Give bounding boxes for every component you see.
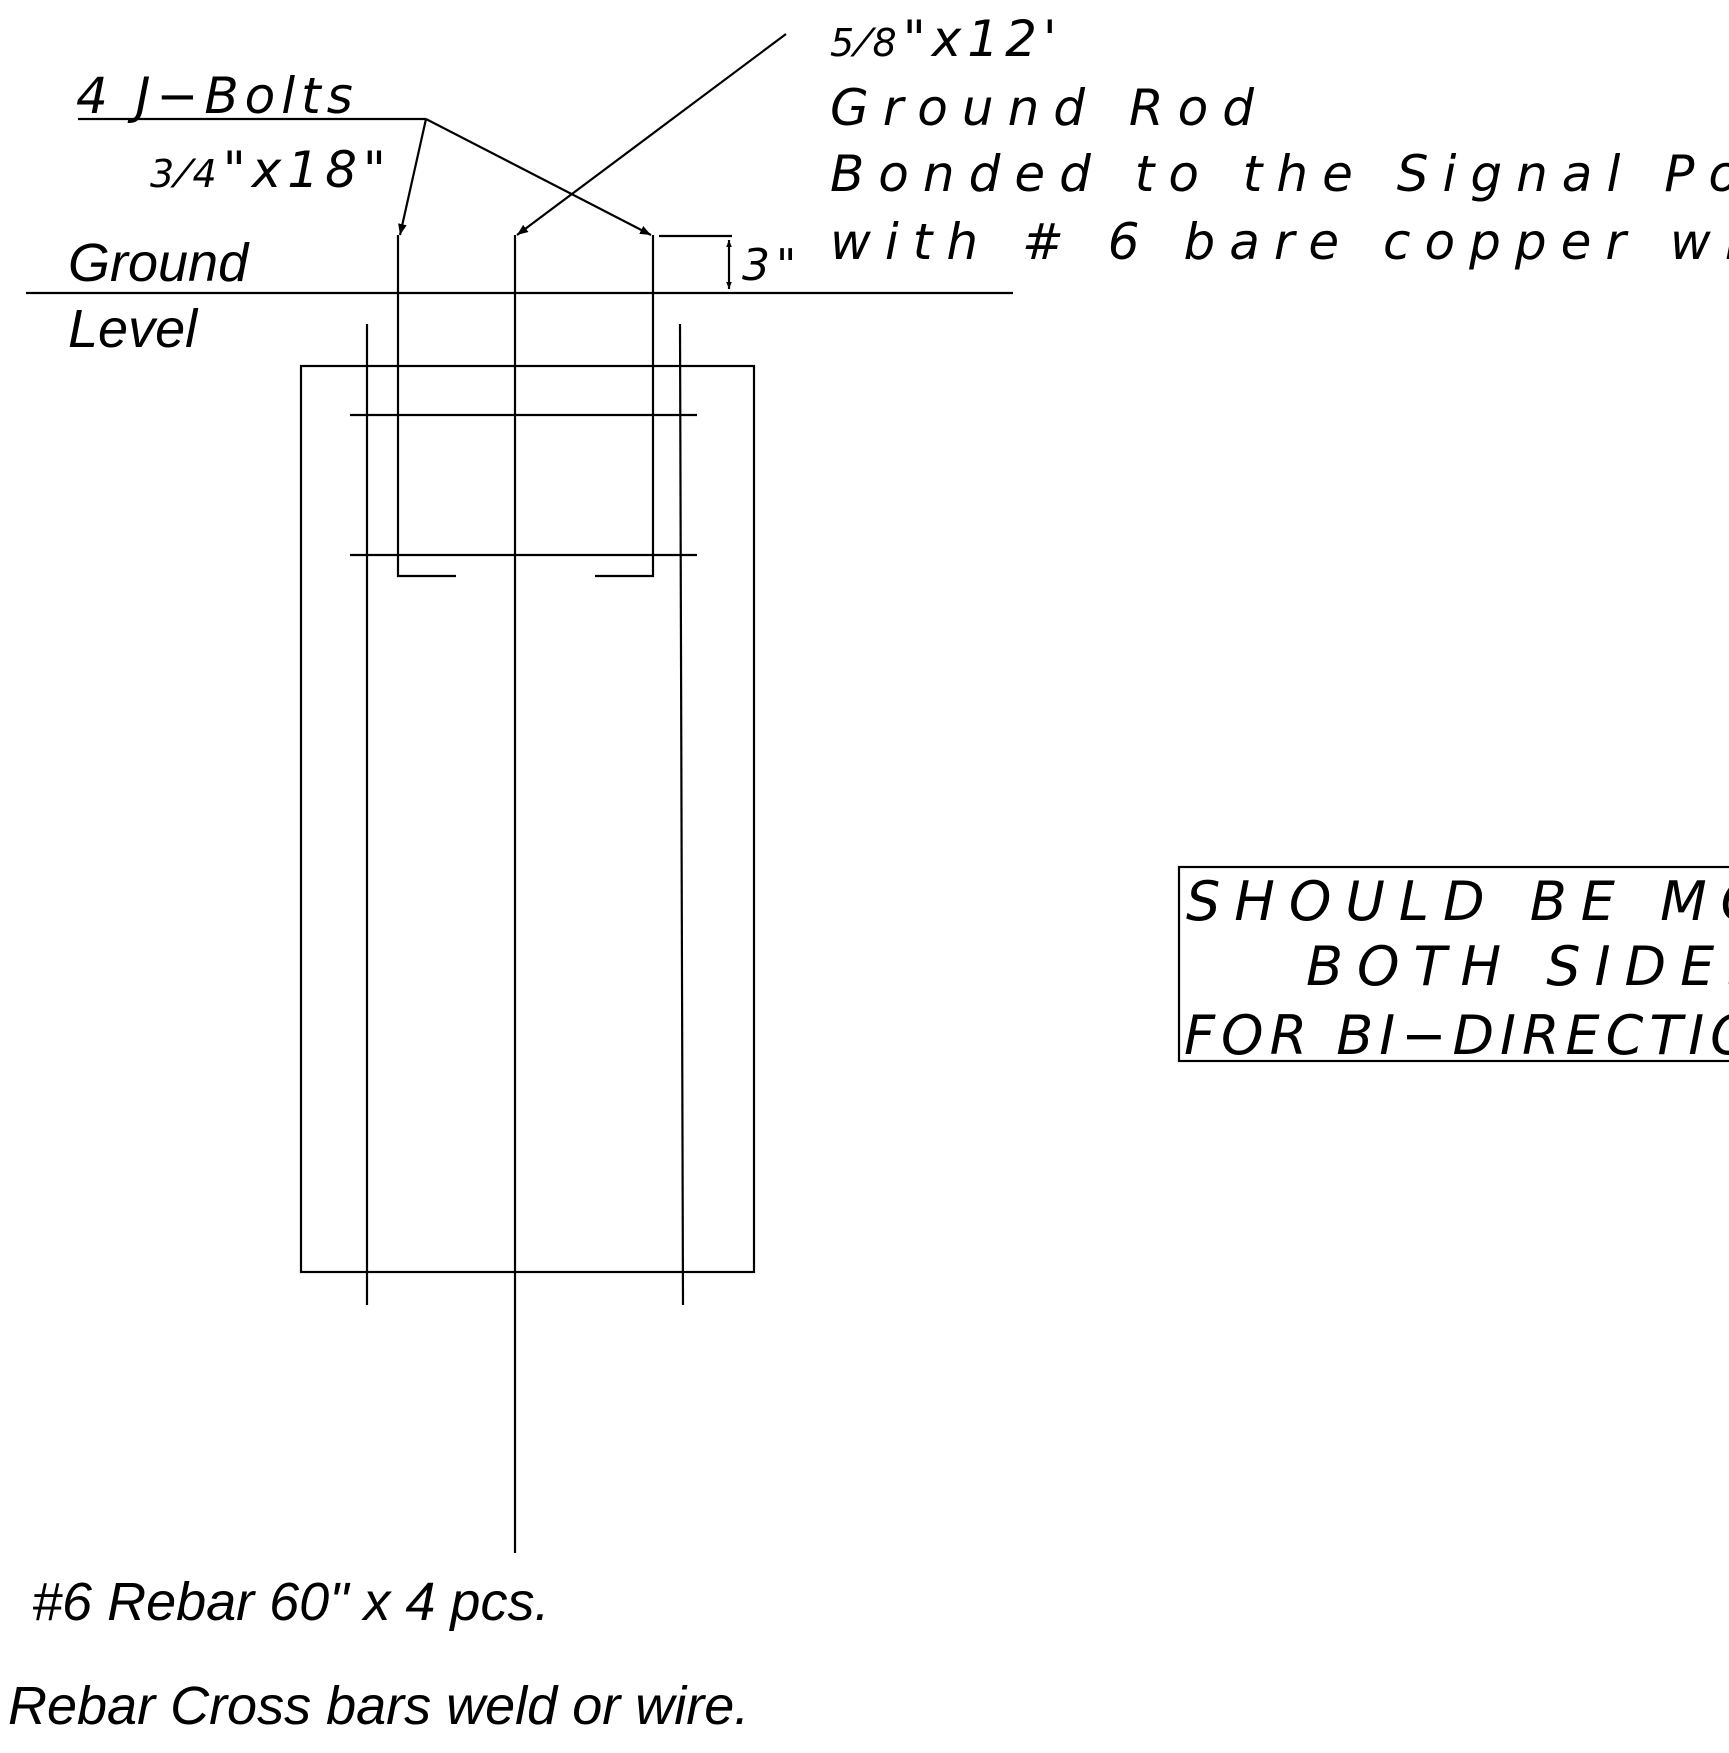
rod-size-label: 5⁄8"x12': [830, 10, 1063, 68]
rod-name-label: Ground Rod: [830, 79, 1268, 137]
note-box-line-2: BOTH SIDES C: [1306, 935, 1729, 998]
jbolt-leader-right: [425, 118, 652, 236]
jbolt-leader-left: [398, 118, 428, 236]
note-box-line-3: FOR BI−DIRECTION: [1184, 1004, 1729, 1067]
dim-3in-label: 3": [742, 240, 802, 291]
jbolts-qty-label: 4 J−Bolts: [76, 67, 359, 125]
note-box: [1177, 865, 1729, 1063]
note-box-line-1: SHOULD BE MOUN: [1186, 870, 1729, 933]
j-bolt-left: [396, 235, 456, 578]
rebar-note: #6 Rebar 60" x 4 pcs.: [32, 1572, 549, 1632]
rod-note-line-2: with # 6 bare copper wire.: [830, 213, 1729, 271]
level-label: Level: [68, 299, 199, 359]
cross-bar-note: Rebar Cross bars weld or wire.: [8, 1676, 749, 1736]
rod-note-line-1: Bonded to the Signal Pole: [830, 145, 1729, 203]
j-bolt-right: [595, 235, 655, 578]
rebar-right: [678, 323, 685, 1306]
concrete-foundation: [299, 364, 756, 1274]
ground-label: Ground: [68, 233, 250, 293]
ground-rod-leader: [516, 33, 787, 236]
jbolts-size-label: 3⁄4"x18": [150, 141, 392, 199]
